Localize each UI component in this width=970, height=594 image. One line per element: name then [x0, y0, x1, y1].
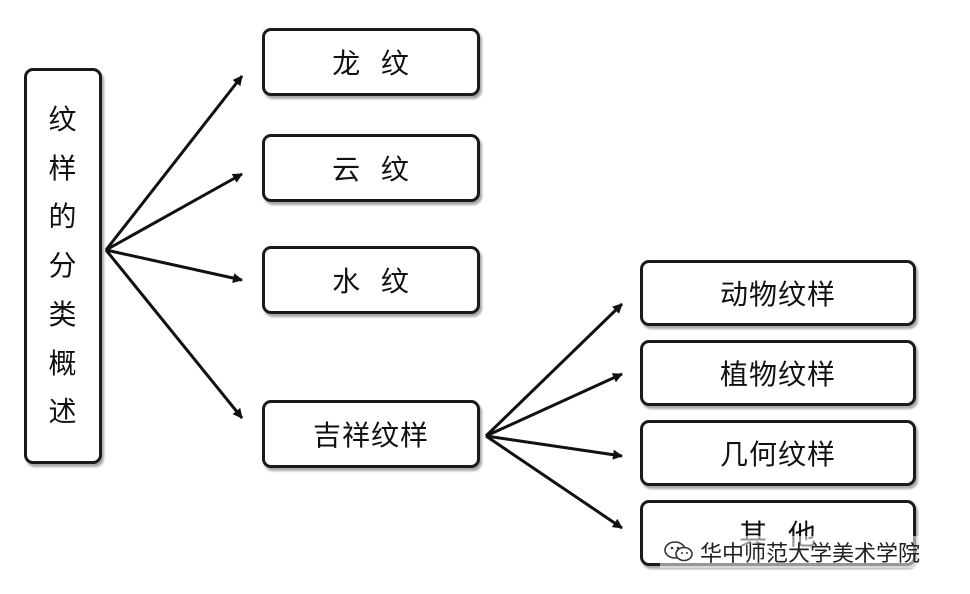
branch-cloud-pattern: 云 纹: [262, 134, 480, 202]
root-char: 的: [48, 200, 78, 234]
sub-branch-plant: 植物纹样: [640, 340, 916, 406]
branch-label: 吉祥纹样: [312, 419, 429, 452]
root-char: 样: [48, 151, 78, 185]
watermark-text: 华中师范大学美术学院: [700, 542, 921, 567]
arrow-to-geometric: [485, 434, 623, 460]
branch-label: 云 纹: [332, 153, 410, 186]
arrow-to-plant: [485, 372, 623, 438]
sub-branch-animal: 动物纹样: [640, 260, 916, 326]
branch-auspicious-pattern: 吉祥纹样: [262, 400, 480, 468]
arrow-to-animal: [484, 302, 624, 438]
root-char: 纹: [48, 102, 78, 136]
arrow-to-dragon: [104, 75, 244, 251]
root-char: 类: [48, 297, 78, 331]
branch-label: 水 纹: [332, 265, 410, 298]
arrow-to-water: [105, 248, 243, 283]
branch-water-pattern: 水 纹: [262, 246, 480, 314]
sub-branch-label: 植物纹样: [719, 358, 836, 391]
root-char: 分: [48, 249, 78, 282]
root-char: 述: [48, 395, 78, 429]
root-char: 概: [48, 346, 78, 380]
sub-branch-geometric: 几何纹样: [640, 420, 916, 486]
arrow-to-cloud: [105, 172, 243, 252]
arrow-to-other: [485, 434, 623, 530]
watermark: 华中师范大学美术学院: [660, 536, 925, 568]
root-node: 纹 样 的 分 类 概 述: [24, 68, 102, 464]
sub-branch-label: 动物纹样: [719, 278, 836, 311]
branch-label: 龙 纹: [332, 47, 410, 80]
sub-branch-label: 几何纹样: [719, 438, 836, 471]
branch-dragon-pattern: 龙 纹: [262, 28, 480, 96]
arrow-to-auspicious: [104, 249, 244, 419]
wechat-icon: [664, 541, 694, 563]
